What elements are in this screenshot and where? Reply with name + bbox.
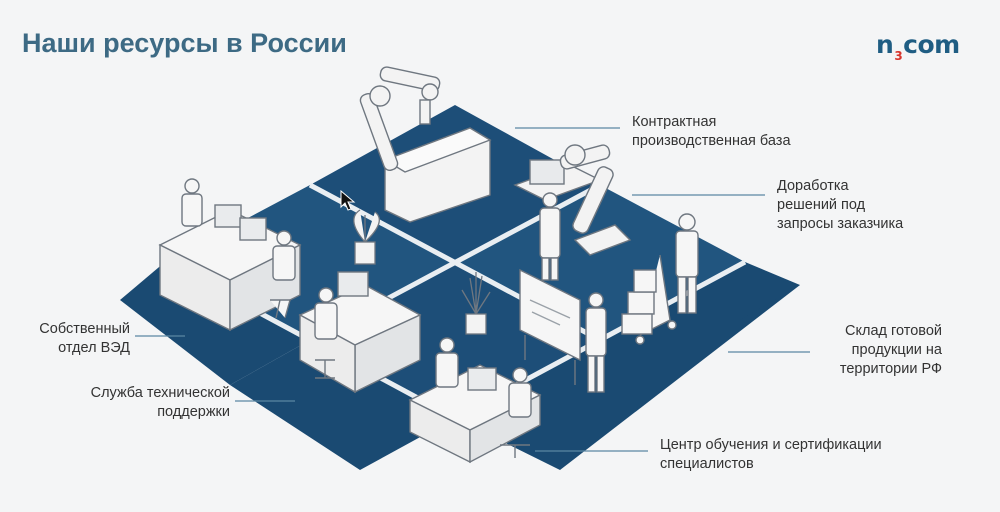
engineer-figure	[539, 192, 561, 281]
label-warehouse: Склад готовой продукции на территории РФ	[839, 323, 942, 377]
floor-tile-front-left	[230, 340, 455, 470]
logo-right: com	[903, 30, 960, 59]
slide-title: Наши ресурсы в России	[22, 28, 347, 58]
logo-left: n	[876, 30, 894, 59]
mouse-cursor-icon	[340, 190, 356, 211]
label-training-center: Центр обучения и сертификации специалист…	[660, 437, 882, 472]
whiteboard-presenter	[519, 268, 607, 393]
tech-support-desk	[298, 271, 422, 394]
plant-center	[461, 272, 491, 335]
label-customization: Доработка решений под запросы заказчика	[777, 178, 904, 232]
connector-lines	[135, 127, 810, 452]
plant-left	[353, 209, 380, 265]
floor-tile-front-right	[455, 285, 800, 470]
logo-subscript: 3	[894, 49, 903, 63]
company-logo: n3com	[876, 30, 960, 63]
label-foreign-trade: Собственный отдел ВЭД	[39, 321, 130, 356]
floor-tiles	[120, 105, 800, 470]
robot-arm-workstation	[513, 144, 632, 256]
training-desk	[408, 337, 542, 464]
label-contract-base: Контрактная производственная база	[632, 114, 791, 149]
robot-arm-machine	[359, 66, 492, 223]
label-tech-support: Служба технической поддержки	[90, 385, 230, 420]
warehouse-worker-trolley	[621, 213, 699, 345]
foreign-trade-desk	[158, 178, 302, 332]
